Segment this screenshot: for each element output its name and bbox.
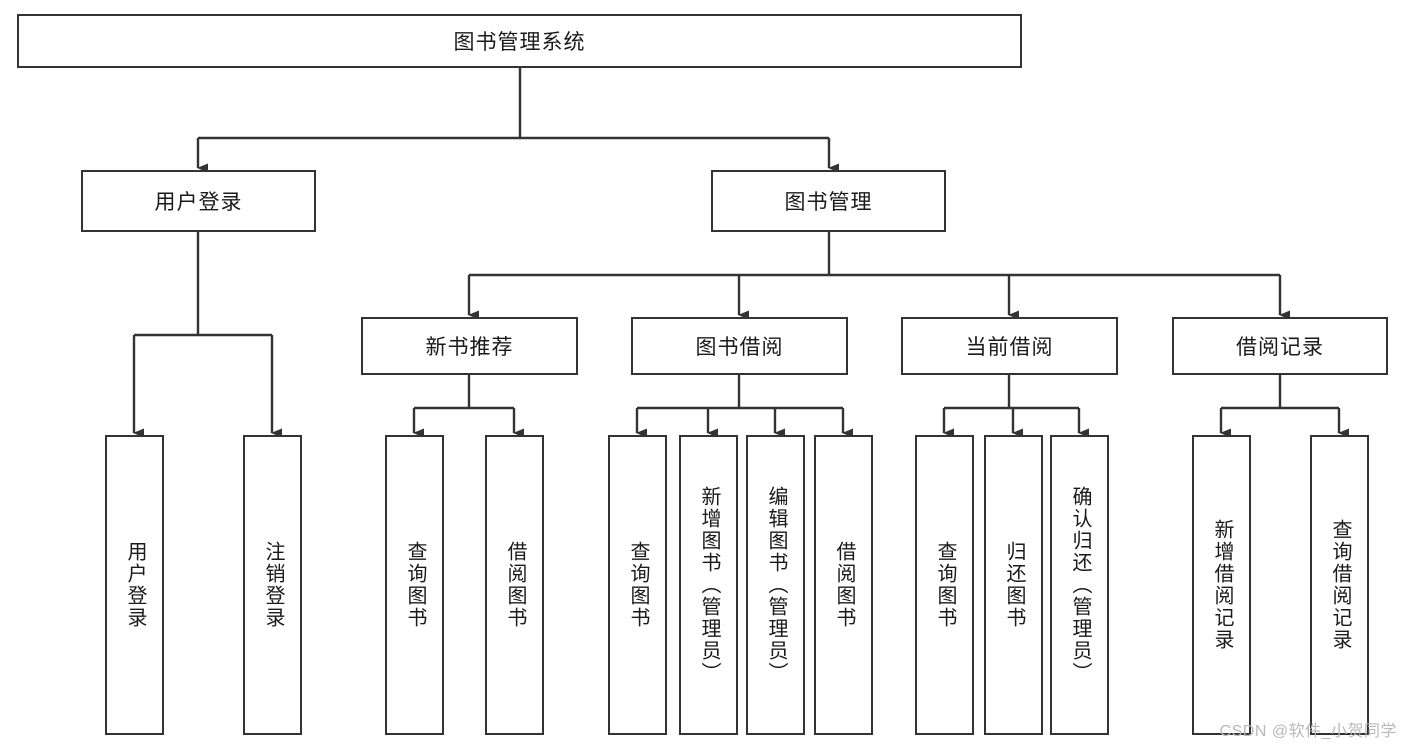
node-label: 用户登录 [124,541,146,629]
node-label: 借阅图书 [833,541,855,629]
leaves-node[interactable]: 查询借阅记录 [1310,435,1369,735]
node-label: 新增借阅记录 [1211,519,1233,651]
node-label: 查询图书 [404,541,426,629]
leaves-node[interactable]: 注销登录 [243,435,302,735]
node-label: 图书借阅 [695,336,784,359]
leaves-node[interactable]: 归还图书 [984,435,1043,735]
leaves-node[interactable]: 查询图书 [608,435,667,735]
leaves-node[interactable]: 借阅图书 [485,435,544,735]
level3-node[interactable]: 当前借阅 [901,317,1118,375]
leaves-node[interactable]: 查询图书 [915,435,974,735]
node-label: 注销登录 [262,541,284,629]
level3-node[interactable]: 借阅记录 [1172,317,1388,375]
level3-node[interactable]: 图书借阅 [631,317,848,375]
node-label: 图书管理系统 [453,31,586,54]
node-label: 新增图书（管理员） [698,486,720,684]
node-label: 确认归还（管理员） [1069,486,1091,684]
level3-node[interactable]: 新书推荐 [361,317,578,375]
level2-node[interactable]: 图书管理 [711,170,946,232]
node-label: 查询图书 [627,541,649,629]
leaves-node[interactable]: 用户登录 [105,435,164,735]
leaves-node[interactable]: 借阅图书 [814,435,873,735]
watermark-text: CSDN @软件_小贺同学 [1219,723,1397,740]
leaves-node[interactable]: 查询图书 [385,435,444,735]
leaves-node[interactable]: 新增借阅记录 [1192,435,1251,735]
leaves-node[interactable]: 编辑图书（管理员） [746,435,805,735]
node-label: 编辑图书（管理员） [765,486,787,684]
node-label: 归还图书 [1003,541,1025,629]
node-label: 查询借阅记录 [1329,519,1351,651]
node-label: 当前借阅 [965,336,1054,359]
node-label: 图书管理 [784,191,873,214]
node-label: 查询图书 [934,541,956,629]
node-label: 新书推荐 [425,336,514,359]
root-node[interactable]: 图书管理系统 [17,14,1022,68]
edge-group [132,68,1349,438]
node-label: 用户登录 [154,191,243,214]
node-label: 借阅记录 [1236,336,1324,359]
level2-node[interactable]: 用户登录 [81,170,316,232]
leaves-node[interactable]: 确认归还（管理员） [1050,435,1109,735]
node-label: 借阅图书 [504,541,526,629]
leaves-node[interactable]: 新增图书（管理员） [679,435,738,735]
